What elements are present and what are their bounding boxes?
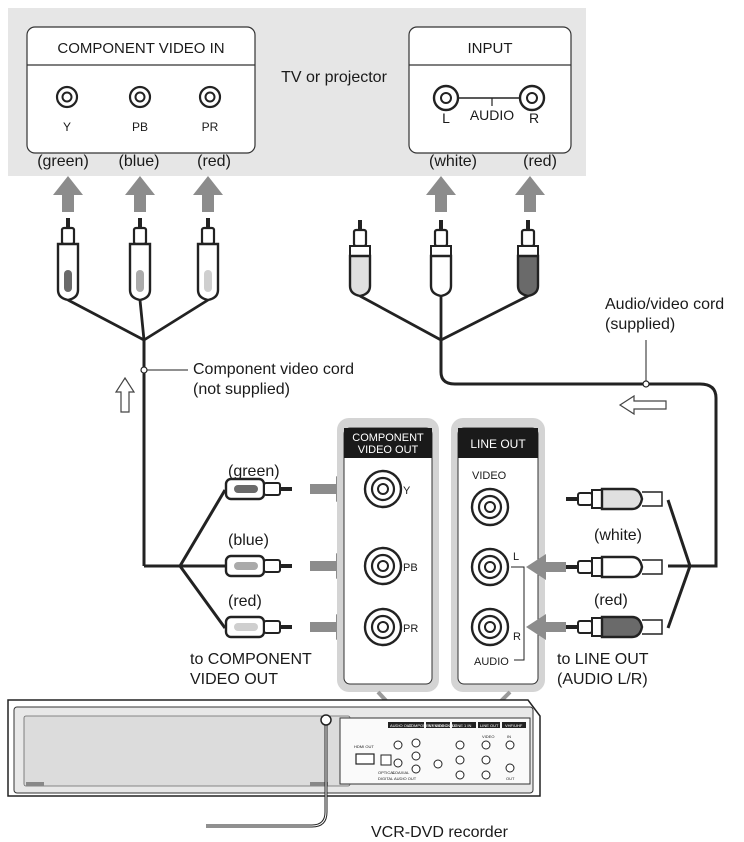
av-plug-white-icon: [429, 220, 453, 298]
line-out-right-jack-icon: [470, 607, 510, 647]
up-arrow-icon: [193, 176, 223, 212]
out-jack-pr-icon: [363, 607, 403, 647]
rear-audio-out: AUDIO OUT: [390, 723, 413, 728]
up-arrow-icon: [53, 176, 83, 212]
to-component-label-2: VIDEO OUT: [190, 671, 278, 688]
av-plug-red-icon: [516, 220, 540, 298]
recorder-name: VCR-DVD recorder: [371, 824, 509, 841]
rear-digital-audio: DIGITAL AUDIO OUT: [378, 776, 417, 781]
av-cord-label-1: Audio/video cord: [605, 296, 724, 313]
lower-plug-blue-icon: [224, 554, 292, 578]
up-arrow-icon: [426, 176, 456, 212]
to-line-out-label-2: (AUDIO L/R): [557, 671, 648, 688]
signal-direction-left-icon: [618, 394, 667, 416]
rear-line-out: LINE OUT: [480, 723, 499, 728]
plug-color-red: (red): [228, 593, 262, 610]
av-cord-top-plugs: [348, 220, 718, 629]
av-cord-label-2: (supplied): [605, 316, 675, 333]
jack-y-icon: [55, 85, 79, 109]
line-out-video-label: VIDEO: [472, 470, 507, 482]
line-out-title: LINE OUT: [470, 437, 526, 451]
component-cord-label-2: (not supplied): [193, 381, 290, 398]
plug-blue-icon: [128, 218, 152, 302]
rear-component-out: COMPONENT VIDEO OUT: [408, 723, 458, 728]
component-video-in-title: COMPONENT VIDEO IN: [57, 40, 224, 57]
tv-color-green: (green): [37, 153, 89, 170]
av-plug-color-red: (red): [594, 592, 628, 609]
plug-color-blue: (blue): [228, 532, 269, 549]
jack-pr-icon: [198, 85, 222, 109]
tv-name: TV or projector: [281, 69, 387, 86]
rear-video: VIDEO: [482, 734, 494, 739]
av-lower-plugs: (white) (red) to LINE OUT (AUDIO L/R): [526, 487, 663, 688]
rear-line1-in: LINE 1 IN: [454, 723, 471, 728]
av-lower-plug-white-icon: [566, 555, 663, 579]
av-plug-video-icon: [348, 220, 372, 298]
out-jack-pb-label: PB: [403, 562, 418, 574]
input-jack-left-icon: [432, 84, 460, 112]
lower-plug-green-icon: [224, 477, 292, 501]
rear-hdmi-out: HDMI OUT: [354, 744, 374, 749]
up-arrows: [53, 176, 545, 212]
av-lower-plug-red-icon: [566, 615, 663, 639]
input-jack-right-icon: [518, 84, 546, 112]
plug-red-icon: [196, 218, 220, 302]
line-out-video-jack-icon: [470, 487, 510, 527]
tv-color-red-audio: (red): [523, 153, 557, 170]
rear-vhf-uhf: VHF/UHF: [505, 723, 523, 728]
input-left-label: L: [442, 110, 450, 126]
input-right-label: R: [529, 110, 539, 126]
input-title: INPUT: [468, 40, 513, 57]
av-cord-callout: Audio/video cord (supplied): [605, 296, 724, 416]
plug-color-green: (green): [228, 463, 280, 480]
out-jack-y-icon: [363, 469, 403, 509]
out-jack-y-label: Y: [403, 485, 411, 497]
line-out-panel: LINE OUT VIDEO L R AUDIO: [451, 418, 545, 692]
jack-pb-icon: [128, 85, 152, 109]
left-arrow-icon: [526, 614, 566, 640]
tv-color-red: (red): [197, 153, 231, 170]
to-component-label-1: to COMPONENT: [190, 651, 312, 668]
line-out-right-label: R: [513, 631, 521, 643]
component-out-title-2: VIDEO OUT: [358, 444, 419, 456]
rear-coaxial: COAXIAL: [392, 770, 410, 775]
rear-out: OUT: [506, 776, 515, 781]
component-video-out-panel: COMPONENT VIDEO OUT Y PB PR: [337, 418, 439, 692]
signal-direction-up-icon: [114, 376, 136, 413]
optical-port-icon: [380, 754, 392, 766]
tv-color-blue: (blue): [119, 153, 160, 170]
av-plug-color-white: (white): [594, 527, 642, 544]
line-out-left-jack-icon: [470, 547, 510, 587]
component-cord-label-1: Component video cord: [193, 361, 354, 378]
input-audio-label: AUDIO: [470, 107, 514, 123]
out-jack-pb-icon: [363, 546, 403, 586]
tv-color-white: (white): [429, 153, 477, 170]
rear-in: IN: [507, 734, 511, 739]
rear-svideo-out: S VIDEO OUT: [428, 723, 454, 728]
component-cord-top-plugs: [56, 218, 227, 629]
up-arrow-icon: [125, 176, 155, 212]
input-panel: INPUT L AUDIO R: [408, 26, 572, 154]
av-lower-plug-video-icon: [566, 487, 663, 511]
line-out-left-label: L: [513, 551, 519, 563]
component-cord-callout: Component video cord (not supplied): [114, 361, 354, 413]
plug-green-icon: [56, 218, 80, 302]
jack-pb-label: PB: [132, 120, 148, 134]
component-out-title-1: COMPONENT: [352, 432, 424, 444]
component-video-in-panel: COMPONENT VIDEO IN Y PB PR: [26, 26, 256, 154]
left-arrow-icon: [526, 554, 566, 580]
out-jack-pr-label: PR: [403, 623, 418, 635]
vcr-dvd-recorder: AUDIO OUT COMPONENT VIDEO OUT S VIDEO OU…: [7, 699, 541, 828]
line-out-audio-label: AUDIO: [474, 656, 509, 668]
jack-pr-label: PR: [202, 120, 219, 134]
to-line-out-label-1: to LINE OUT: [557, 651, 649, 668]
tv-area: COMPONENT VIDEO IN Y PB PR TV or project…: [8, 8, 586, 176]
component-lower-plugs: (green) (blue) (red) to COMPONENT VIDEO …: [190, 463, 356, 688]
up-arrow-icon: [515, 176, 545, 212]
jack-y-label: Y: [63, 120, 71, 134]
lower-plug-red-icon: [224, 615, 292, 639]
hdmi-port-icon: [355, 753, 375, 765]
rear-optical: OPTICAL: [378, 770, 396, 775]
